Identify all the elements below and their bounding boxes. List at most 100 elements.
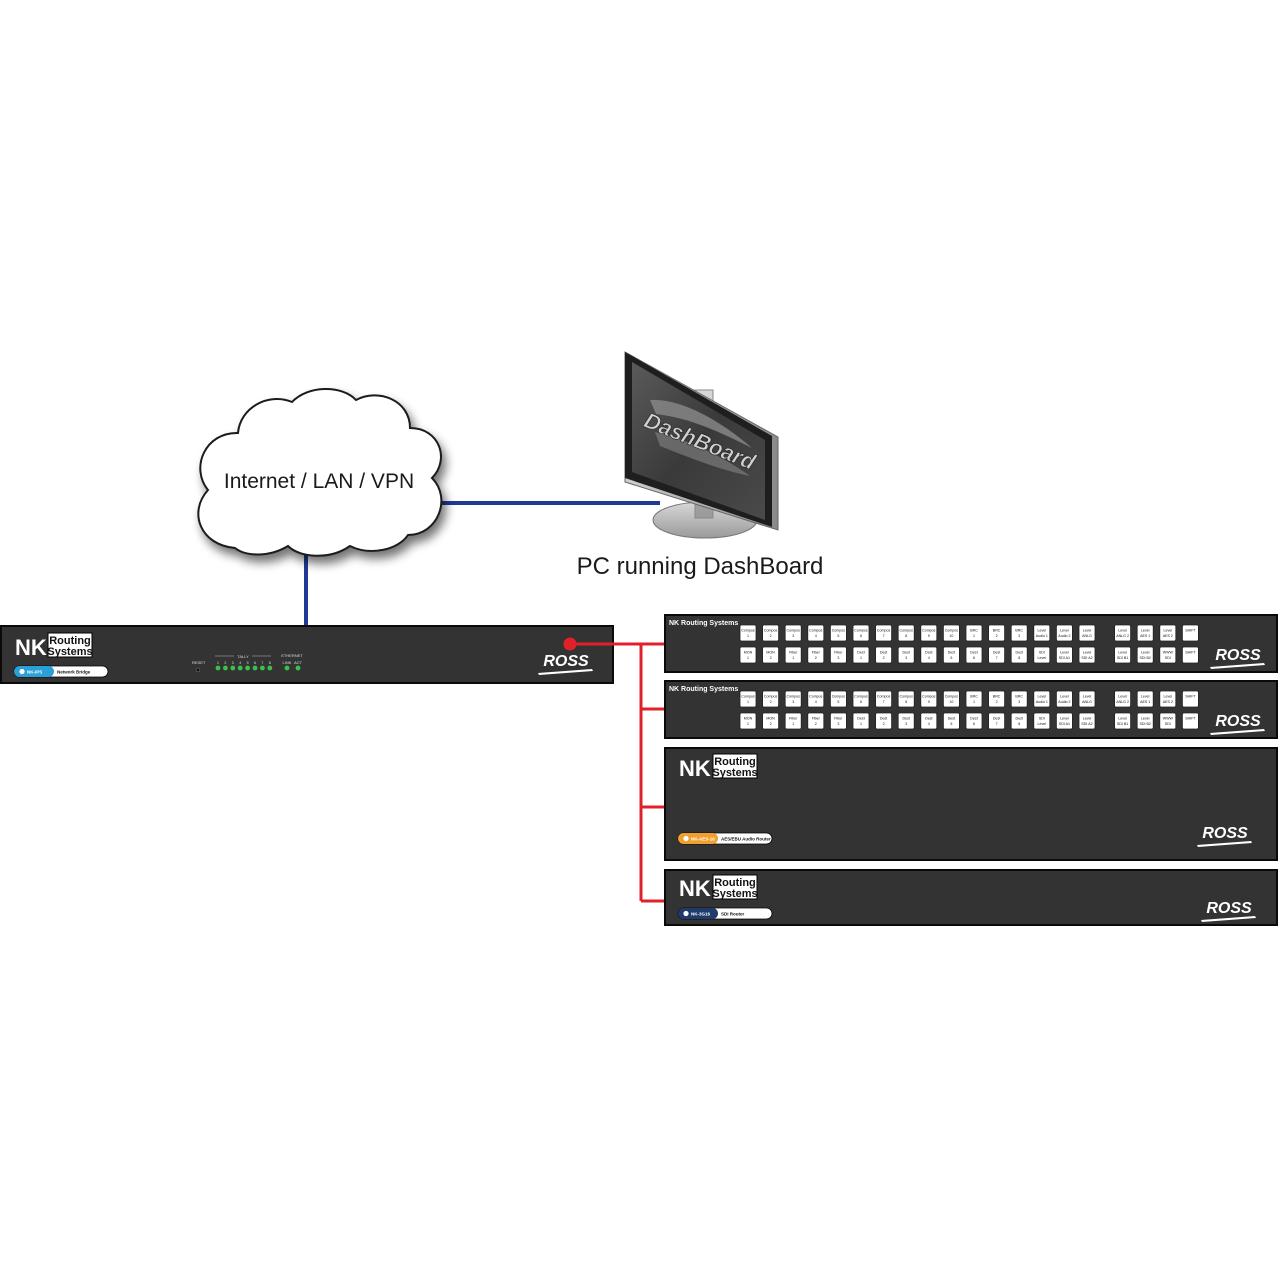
bridge-tally-led bbox=[260, 665, 265, 671]
panel-key-label: Compos bbox=[945, 695, 959, 699]
bridge-reset-button[interactable] bbox=[195, 667, 201, 673]
bridge-tally-number: 7 bbox=[261, 661, 263, 665]
panel-key[interactable]: SHIFT bbox=[1182, 690, 1199, 708]
panel-key[interactable]: SHIFT bbox=[1182, 712, 1199, 730]
panel-key-label: Dest bbox=[880, 651, 887, 655]
panel-key-label: Level bbox=[1083, 695, 1092, 699]
panel-key-sublabel: 9 bbox=[928, 700, 930, 704]
network-bridge-device: NK Routing Systems NK-IPS Network Bridge… bbox=[0, 625, 614, 684]
panel-key-label: Dest bbox=[880, 717, 887, 721]
panel-key-label: Dest bbox=[970, 651, 977, 655]
panel-key-label: MON bbox=[744, 651, 753, 655]
panel-key-label: SDI bbox=[1039, 717, 1045, 721]
panel-key-sublabel: SDI bbox=[1165, 656, 1171, 660]
panel-key[interactable]: SHIFT bbox=[1182, 646, 1199, 664]
panel-key[interactable]: SHIFT bbox=[1182, 624, 1199, 642]
panel-key-sublabel: 8 bbox=[1018, 656, 1020, 660]
panel-key-label: Compos bbox=[900, 695, 914, 699]
bridge-reset-label: RESET bbox=[192, 660, 206, 665]
panel-key-label: Compos bbox=[945, 629, 959, 633]
audio-router-logo-nk: NK bbox=[679, 756, 711, 781]
panel-key-sublabel: ANLG 2 bbox=[1116, 700, 1129, 704]
panel-key-sublabel: AES 2 bbox=[1163, 700, 1173, 704]
